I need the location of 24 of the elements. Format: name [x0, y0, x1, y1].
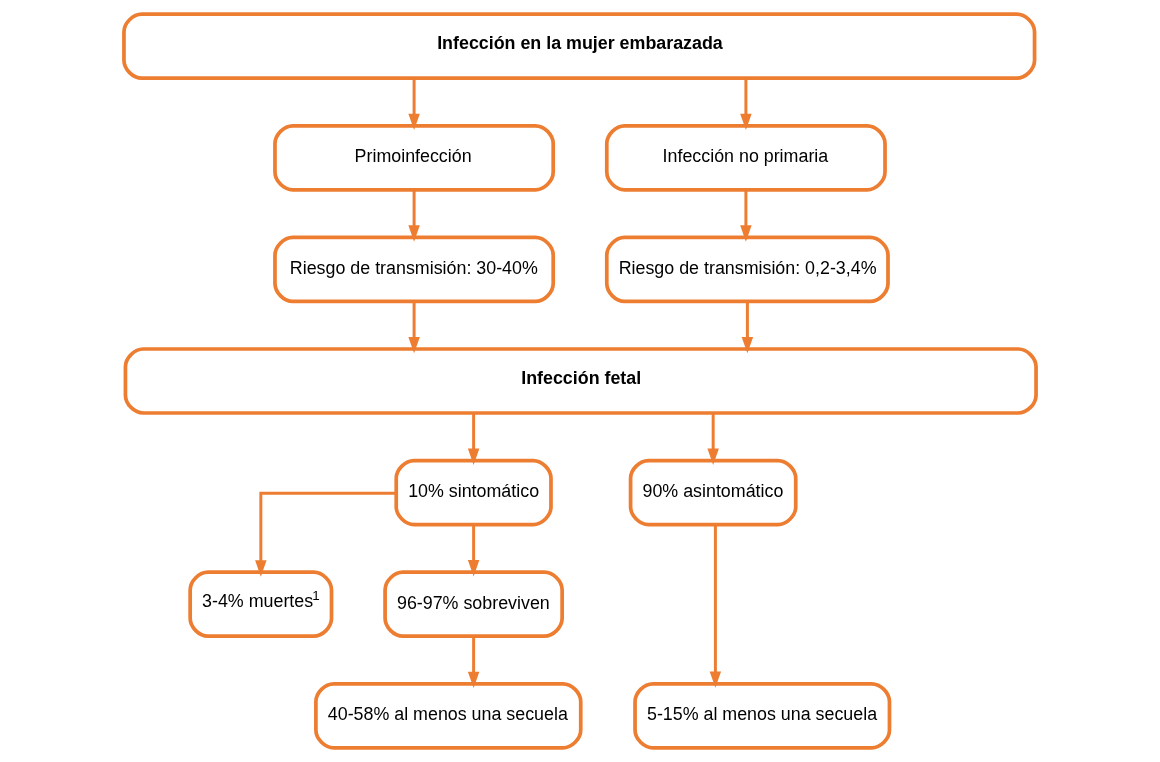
node-box: 40-58% al menos una secuela	[314, 681, 583, 750]
arrow	[467, 524, 480, 577]
node-box: 3-4% muertes$^{1}$	[188, 570, 334, 639]
arrow	[707, 413, 719, 465]
node-box: Riesgo de transmisión: 30-40%	[273, 235, 556, 304]
arrow	[740, 78, 752, 131]
arrow	[408, 301, 420, 354]
node-box: 5-15% al menos una secuela	[633, 681, 892, 750]
arrow	[408, 190, 420, 242]
node-box: Primoinfección	[273, 123, 556, 192]
arrow	[467, 413, 480, 465]
node-box: 96-97% sobreviven	[383, 570, 564, 639]
arrow	[740, 190, 752, 242]
arrow	[709, 525, 722, 688]
node-box: Infección fetal	[123, 347, 1038, 415]
node-box: 10% sintomático	[394, 458, 553, 527]
arrow	[408, 78, 420, 131]
node-box: 90% asintomático	[628, 458, 798, 527]
arrow	[255, 491, 397, 577]
node-box: Infección no primaria	[604, 123, 887, 192]
node-box: Riesgo de transmisión: 0,2-3,4%	[604, 235, 890, 304]
node-box: Infección en la mujer embarazada	[122, 12, 1037, 81]
arrow	[741, 301, 754, 354]
arrow	[467, 636, 480, 689]
